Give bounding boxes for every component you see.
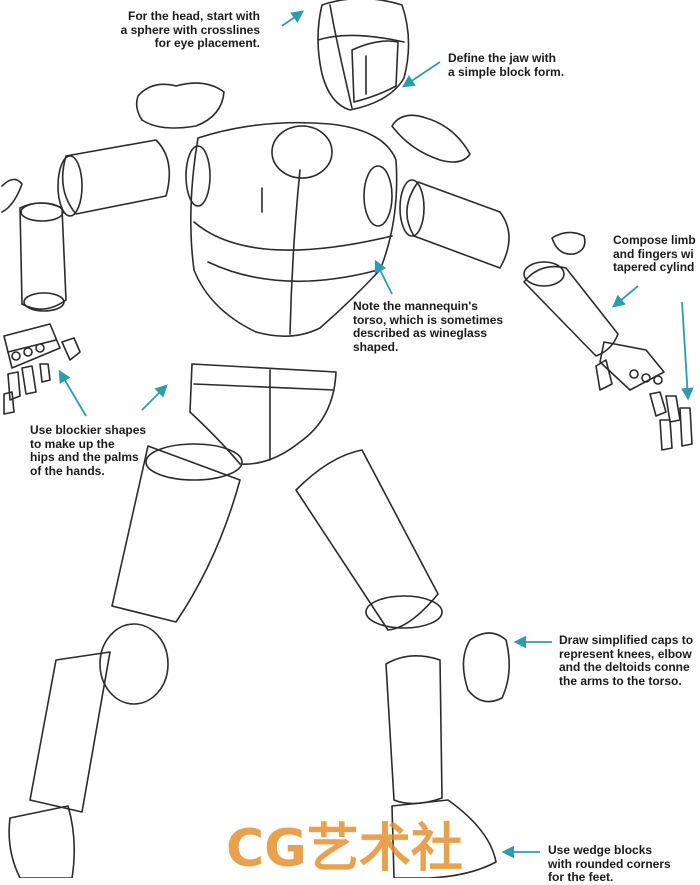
left-elbow-cap bbox=[1, 178, 23, 213]
annotation-jaw: Define the jaw with a simple block form. bbox=[448, 51, 565, 79]
arrow-icon bbox=[141, 384, 168, 411]
annotation-torso: Note the mannequin's torso, which is som… bbox=[353, 299, 504, 354]
right-foot bbox=[391, 799, 497, 878]
left-shin bbox=[29, 651, 111, 813]
arrow-icon bbox=[401, 61, 441, 88]
right-thigh bbox=[295, 449, 443, 631]
right-deltoid-cap bbox=[391, 114, 471, 163]
arrow-icon bbox=[612, 285, 639, 308]
arrow-icon bbox=[281, 10, 305, 27]
right-elbow-cap bbox=[551, 231, 586, 255]
left-thigh bbox=[111, 443, 243, 623]
hips-block bbox=[189, 363, 337, 465]
watermark-logo: CG艺术社 bbox=[226, 819, 463, 878]
annotation-hips-hands: Use blockier shapes to make up the hips … bbox=[30, 423, 147, 478]
left-foot bbox=[8, 805, 76, 878]
arrow-icon bbox=[374, 259, 393, 295]
svg-text:CG艺术社: CG艺术社 bbox=[226, 819, 463, 878]
left-upper-arm bbox=[57, 139, 171, 217]
left-deltoid-cap bbox=[135, 82, 225, 129]
right-upper-arm bbox=[399, 179, 510, 269]
arrow-icon bbox=[58, 369, 87, 417]
annotation-caps: Draw simplified caps to represent knees,… bbox=[559, 633, 694, 688]
left-forearm bbox=[19, 202, 67, 312]
arrow-icon bbox=[681, 301, 694, 401]
annotation-head: For the head, start with a sphere with c… bbox=[120, 9, 260, 50]
torso-shape bbox=[185, 121, 398, 337]
left-hand bbox=[3, 323, 81, 415]
annotation-feet: Use wedge blocks with rounded corners fo… bbox=[548, 843, 671, 884]
annotation-limbs: Compose limb and fingers wi tapered cyli… bbox=[613, 233, 696, 274]
right-hand bbox=[595, 341, 693, 451]
right-knee-cap bbox=[462, 632, 510, 703]
right-shin bbox=[385, 655, 443, 805]
head-shape bbox=[317, 0, 410, 111]
left-knee-cap bbox=[99, 623, 169, 705]
